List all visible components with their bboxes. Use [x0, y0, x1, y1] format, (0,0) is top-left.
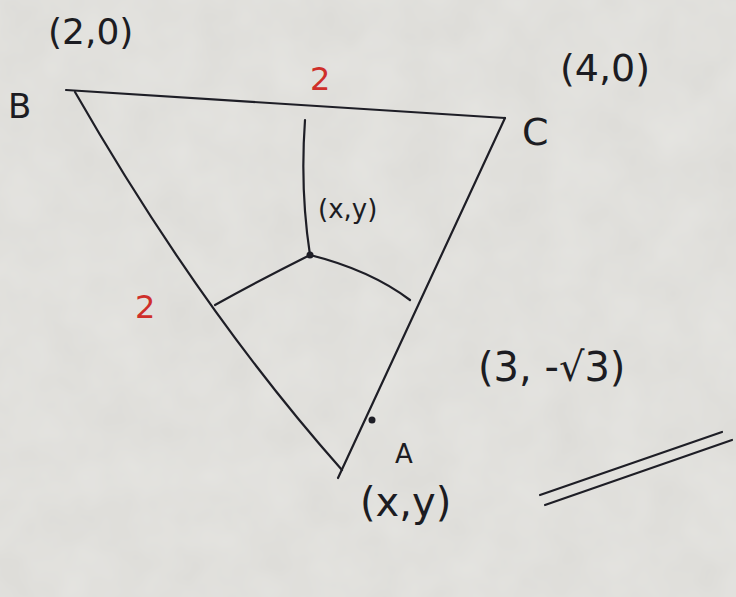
perpendicular-to-bc: [303, 120, 310, 255]
side-bc: [66, 90, 505, 118]
coordinate-label: (x,y): [360, 480, 451, 524]
answer-label: (3, -√3): [478, 345, 625, 389]
side-length: 2: [310, 62, 330, 97]
coordinate-label: (4,0): [560, 48, 650, 90]
interior-point: [307, 252, 314, 259]
coordinate-label: (2,0): [48, 12, 133, 52]
side-ca: [338, 118, 505, 478]
side-length: 2: [135, 290, 155, 325]
perpendicular-to-ca: [310, 255, 410, 300]
vertex-label: A: [395, 440, 413, 469]
point-label: (x,y): [318, 195, 377, 224]
vertex-label: B: [8, 88, 31, 125]
side-ba: [75, 92, 342, 470]
vertex-dot: [369, 417, 376, 424]
answer-underline: [545, 440, 732, 505]
answer-underline: [540, 432, 722, 495]
perpendicular-to-ba: [215, 255, 310, 305]
vertex-label: C: [522, 112, 549, 154]
